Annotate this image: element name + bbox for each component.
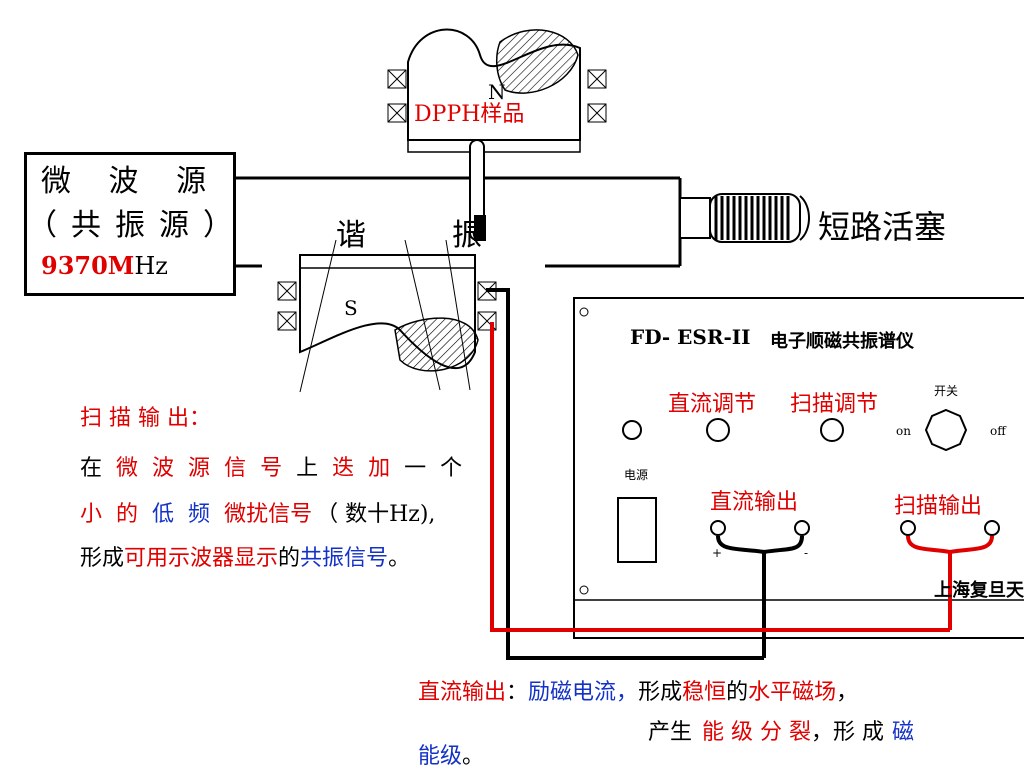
word: 稳恒 <box>682 680 727 705</box>
word: 一 <box>404 456 427 481</box>
dc-note-line2: 产生能 级 分 裂，形 成磁 <box>648 714 914 746</box>
word: 的 <box>726 680 749 705</box>
instrument-model: FD- ESR-II <box>630 325 751 349</box>
word: 信 <box>224 456 247 481</box>
word: 磁 <box>892 720 915 745</box>
scan-output-label: 扫描输出 <box>894 494 983 519</box>
word: 加 <box>368 456 391 481</box>
switch-label: 开关 <box>934 384 959 398</box>
frequency-unit: Hz <box>134 252 168 280</box>
dc-adjust-label: 直流调节 <box>668 392 757 417</box>
word: 励磁电流 <box>528 680 617 705</box>
word: ， <box>836 680 859 705</box>
dc-cable <box>486 288 804 660</box>
scan-note-line2: 小的低频微扰信号（ 数十Hz), <box>80 496 449 528</box>
word: 直流输出 <box>418 680 507 705</box>
word: 低 <box>152 502 175 527</box>
scan-note-line1: 在微波源信号上迭加一个 <box>80 450 476 482</box>
resonator-label-left: 谐 <box>336 218 366 253</box>
word: 的 <box>116 502 139 527</box>
word: 号 <box>260 456 283 481</box>
scan-note-title: 扫 描 输 出： <box>80 406 211 431</box>
switch-off-label: off <box>990 424 1006 438</box>
dc-output-label: 直流输出 <box>710 490 799 515</box>
word: 。 <box>388 546 411 571</box>
source-subtitle: （共振源） <box>27 208 247 243</box>
scan-cable <box>490 322 994 632</box>
word: 形成 <box>80 546 125 571</box>
magnet-s-label: S <box>344 296 358 320</box>
word: ： <box>506 680 529 705</box>
scan-note-line3: 形成可用示波器显示的共振信号。 <box>80 540 410 572</box>
word: 上 <box>296 456 319 481</box>
word: 迭 <box>332 456 355 481</box>
word: 小 <box>80 502 103 527</box>
word: 水平磁场 <box>748 680 837 705</box>
magnet-n <box>387 28 607 153</box>
short-plunger <box>679 193 810 243</box>
word: 源 <box>188 456 211 481</box>
power-label: 电源 <box>624 468 649 482</box>
word: 形成 <box>638 680 683 705</box>
word: 的 <box>278 546 301 571</box>
word: 频 <box>188 502 211 527</box>
word: 个 <box>440 456 463 481</box>
word: 。 <box>462 744 485 769</box>
manufacturer-label: 上海复旦天 <box>934 580 1024 601</box>
resonator-label-right: 振 <box>452 218 482 253</box>
dc-note-line3: 能级。 <box>418 738 484 770</box>
word: （ 数十Hz), <box>316 502 436 527</box>
source-frequency: 9370MHz <box>41 251 168 280</box>
word: 微扰信号 <box>224 502 313 527</box>
sample-label: DPPH样品 <box>414 102 525 127</box>
word: ，形 成 <box>811 720 884 745</box>
switch-on-label: on <box>896 424 911 438</box>
instrument-name: 电子顺磁共振谱仪 <box>770 331 914 352</box>
word: 微 <box>116 456 139 481</box>
word: 可用示波器显示 <box>124 546 279 571</box>
scan-adjust-label: 扫描调节 <box>790 392 879 417</box>
microwave-source-box: 微 波 源 （共振源） 9370MHz <box>24 152 236 296</box>
dc-minus-label: - <box>804 546 809 560</box>
word: 波 <box>152 456 175 481</box>
dc-plus-label: + <box>712 546 723 560</box>
word: 能级 <box>418 744 463 769</box>
sample-rod <box>469 139 486 241</box>
source-title: 微 波 源 <box>41 164 221 199</box>
dc-note-line1: 直流输出：励磁电流，形成稳恒的水平磁场， <box>418 674 858 706</box>
word: 共振信号 <box>300 546 389 571</box>
frequency-value: 9370M <box>41 251 135 280</box>
word: 产生 <box>648 720 693 745</box>
word: 能 级 分 裂 <box>702 720 811 745</box>
short-plunger-label: 短路活塞 <box>818 208 947 246</box>
word: ， <box>616 680 639 705</box>
magnet-s <box>277 239 497 393</box>
word: 在 <box>80 456 103 481</box>
magnet-n-label: N <box>488 80 506 104</box>
